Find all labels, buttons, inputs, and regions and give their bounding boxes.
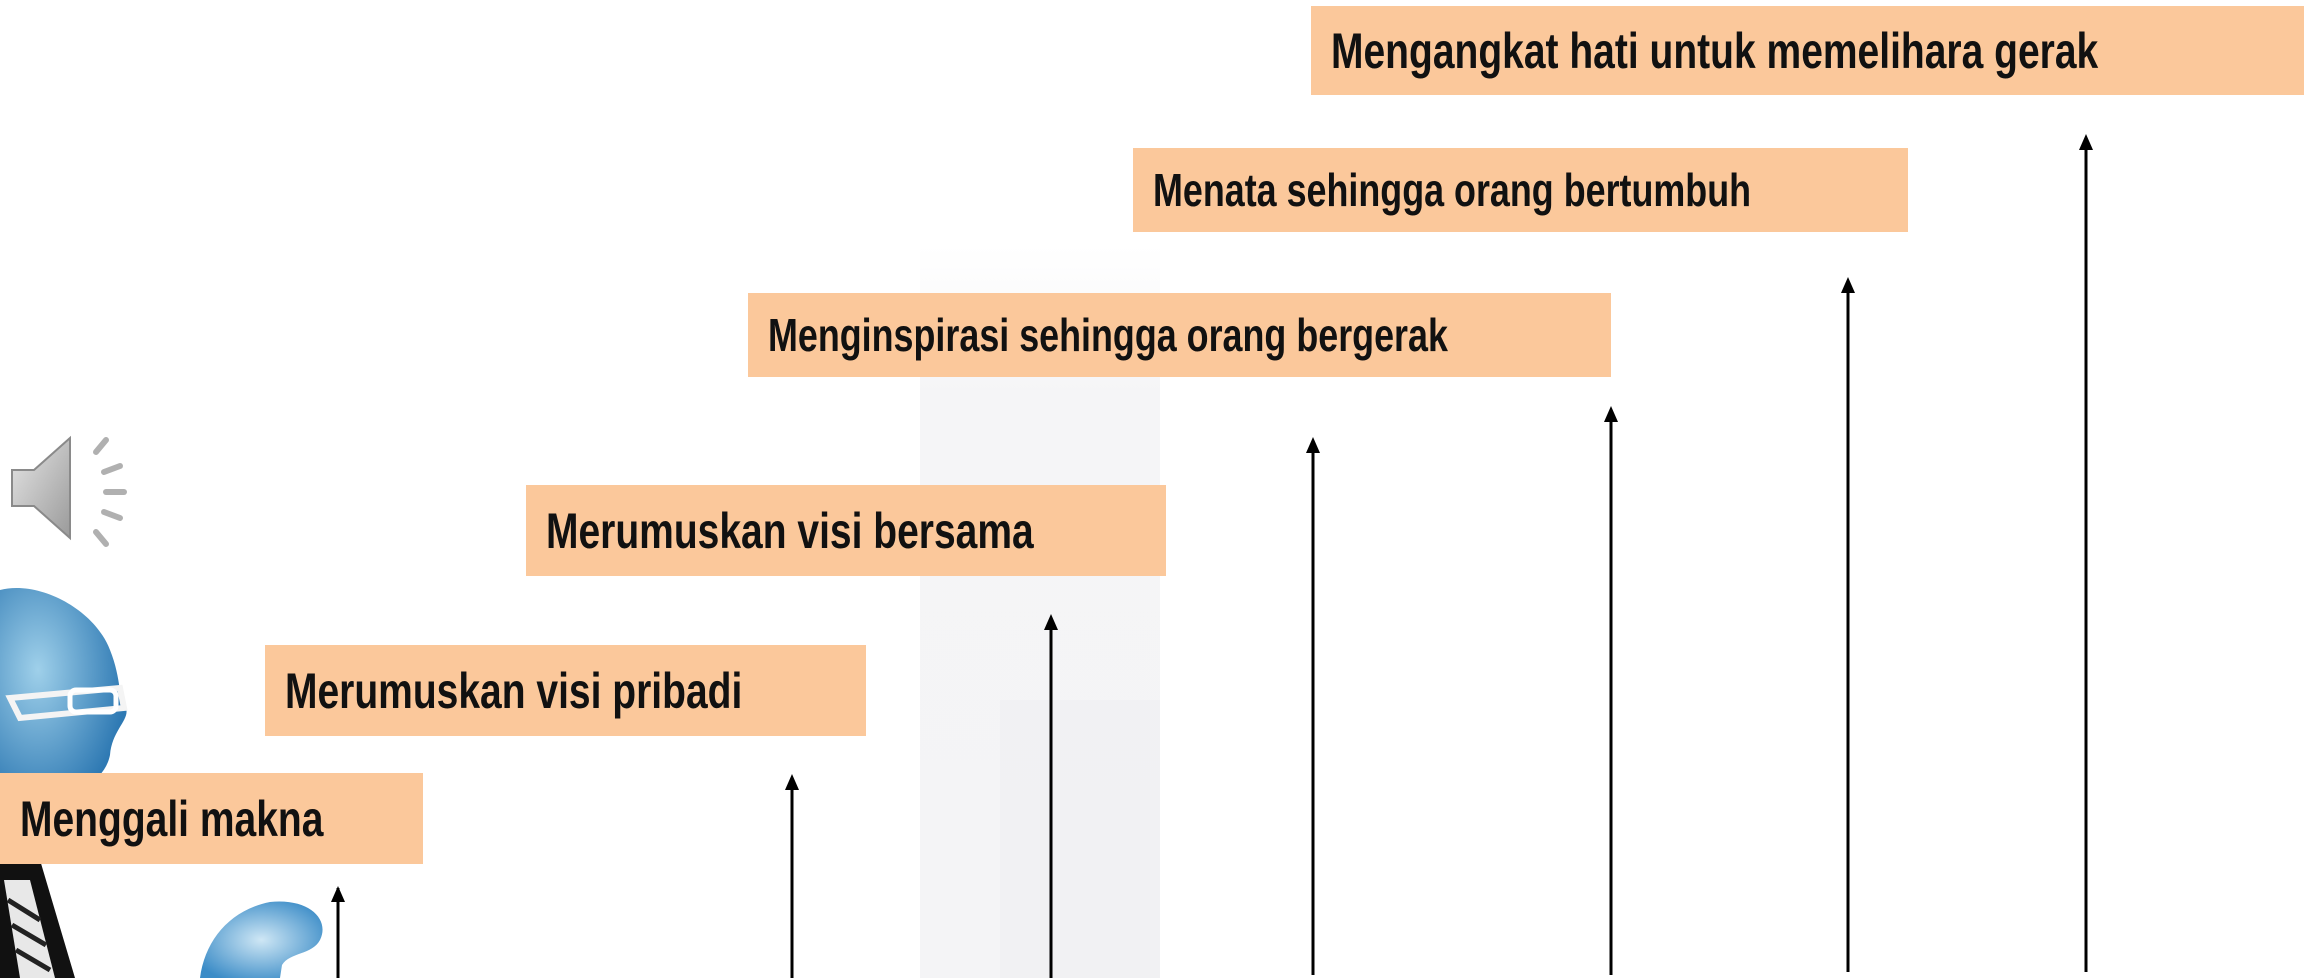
arrow-step-6	[2079, 134, 2093, 972]
background-figure-lower	[1000, 700, 1160, 978]
step-box-2: Merumuskan visi pribadi	[265, 645, 866, 736]
arrow-step-4b	[1604, 406, 1618, 975]
step-box-5: Menata sehingga orang bertumbuh	[1133, 148, 1908, 232]
step-label-2: Merumuskan visi pribadi	[285, 662, 743, 719]
arrow-step-3	[1044, 614, 1058, 978]
step-label-6: Mengangkat hati untuk memelihara gerak	[1331, 22, 2099, 79]
step-label-1: Menggali makna	[20, 790, 324, 847]
arrow-step-2	[785, 774, 799, 978]
step-box-3: Merumuskan visi bersama	[526, 485, 1166, 576]
step-box-1: Menggali makna	[0, 773, 423, 864]
arrow-step-5	[1841, 277, 1855, 972]
step-label-3: Merumuskan visi bersama	[546, 502, 1034, 559]
step-label-4: Menginspirasi sehingga orang bergerak	[768, 309, 1448, 361]
speaker-icon[interactable]	[8, 428, 133, 548]
arrow-step-4a	[1306, 437, 1320, 975]
step-label-5: Menata sehingga orang bertumbuh	[1153, 164, 1752, 216]
step-box-6: Mengangkat hati untuk memelihara gerak	[1311, 6, 2304, 95]
person-illustration	[0, 588, 323, 978]
step-box-4: Menginspirasi sehingga orang bergerak	[748, 293, 1611, 377]
arrow-step-1	[331, 886, 345, 978]
